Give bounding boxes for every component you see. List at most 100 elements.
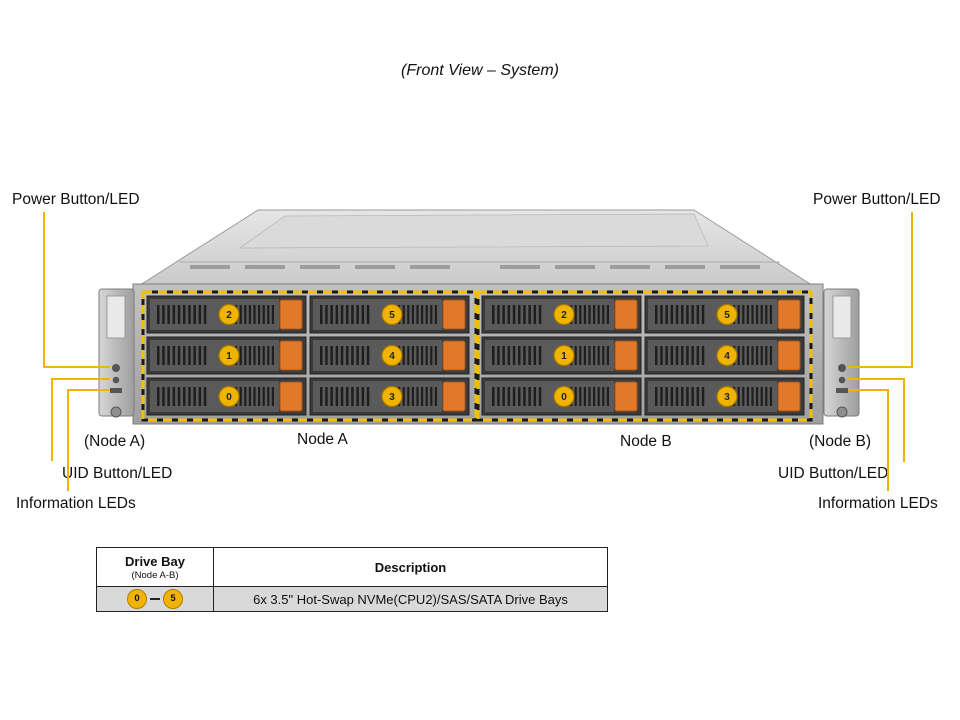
legend-range-dash: [150, 598, 160, 600]
drive-vent: [416, 346, 419, 365]
left-rack-ear: [98, 288, 135, 418]
drive-bay-number-badge: [381, 344, 403, 367]
drive-vent: [258, 305, 261, 324]
drive-vent: [262, 305, 265, 324]
drive-bay-node-b-0[interactable]: 0: [481, 377, 642, 416]
drive-vent: [681, 305, 684, 324]
drive-vent: [737, 387, 740, 406]
drive-vent: [518, 346, 521, 365]
drive-bay-node-a-1[interactable]: 1: [146, 336, 307, 375]
drive-vent: [528, 346, 531, 365]
drive-vent: [411, 305, 414, 324]
drive-vent: [188, 305, 191, 324]
drive-vent: [670, 305, 674, 324]
right-uid-callout-line: [848, 378, 905, 462]
drive-bay-number-badge: [218, 344, 240, 367]
drive-vent: [253, 346, 256, 365]
drive-vent: [512, 387, 516, 406]
drive-tray-face: [485, 381, 614, 412]
drive-vent: [356, 387, 359, 406]
drive-vent: [325, 305, 328, 324]
drive-vent: [670, 387, 674, 406]
drive-bay-number: 1: [226, 351, 232, 362]
drive-vent: [351, 305, 354, 324]
drive-vent: [492, 346, 495, 365]
drive-bay-node-b-5[interactable]: 5: [644, 295, 805, 334]
drive-vent: [366, 305, 370, 324]
drive-bay-number-badge: [553, 385, 575, 408]
drive-bay-number: 0: [561, 392, 567, 403]
drive-vent: [340, 305, 344, 324]
drive-vent: [271, 387, 274, 406]
left-node-label: (Node A): [84, 433, 146, 450]
left-information-leds: [110, 388, 122, 393]
drive-vent: [579, 305, 582, 324]
drive-vent: [681, 387, 684, 406]
drive-tray-face: [313, 299, 442, 330]
drive-vent: [769, 387, 772, 406]
drive-vent: [172, 346, 176, 365]
drive-vent: [670, 346, 674, 365]
left-uid-button: [112, 376, 120, 384]
drive-vent: [593, 387, 596, 406]
drive-vent: [335, 387, 339, 406]
drive-vent: [533, 305, 537, 324]
drive-release-handle: [442, 340, 466, 371]
drive-bay-number-badge: [716, 385, 738, 408]
drive-vent: [188, 346, 191, 365]
drive-vent: [665, 305, 668, 324]
drive-vent: [177, 387, 181, 406]
drive-vent: [502, 346, 505, 365]
drive-bay-node-b-4[interactable]: 4: [644, 336, 805, 375]
drive-release-handle: [614, 340, 638, 371]
drive-vent: [262, 346, 265, 365]
figure-title: (Front View – System): [401, 62, 559, 79]
drive-bay-number: 4: [389, 351, 395, 362]
drive-bay-node-b-1[interactable]: 1: [481, 336, 642, 375]
drive-release-handle: [442, 381, 466, 412]
drive-vent: [407, 305, 410, 324]
drive-vent: [756, 346, 759, 365]
drive-vent: [765, 387, 768, 406]
drive-release-handle: [614, 299, 638, 330]
drive-vent: [583, 346, 586, 365]
drive-tray-face: [313, 381, 442, 412]
drive-vent: [538, 387, 542, 406]
drive-vent: [691, 387, 694, 406]
drive-vent: [340, 346, 344, 365]
drive-bay-node-a-5[interactable]: 5: [309, 295, 470, 334]
drive-vent: [183, 387, 186, 406]
legend-header-drive-bay: Drive Bay (Node A-B): [96, 547, 214, 587]
drive-bay-node-a-3[interactable]: 3: [309, 377, 470, 416]
drive-vent: [681, 346, 684, 365]
drive-vent: [507, 387, 511, 406]
drive-vent: [421, 305, 424, 324]
chassis-top-panel: [238, 213, 709, 249]
drive-vent: [162, 387, 165, 406]
drive-bay-node-a-2[interactable]: 2: [146, 295, 307, 334]
drive-vent: [430, 387, 433, 406]
drive-bay-node-b-3[interactable]: 3: [644, 377, 805, 416]
drive-bay-node-b-2[interactable]: 2: [481, 295, 642, 334]
drive-vent: [518, 305, 521, 324]
drive-vent: [346, 387, 349, 406]
drive-vent: [434, 305, 437, 324]
drive-vent: [421, 346, 424, 365]
drive-vent: [492, 305, 495, 324]
drive-vent: [675, 305, 679, 324]
right-power-button-label: Power Button/LED: [813, 191, 941, 208]
drive-vent: [351, 387, 354, 406]
left-power-button-label: Power Button/LED: [12, 191, 140, 208]
drive-bay-number: 4: [724, 351, 730, 362]
drive-vent: [665, 346, 668, 365]
drive-vent: [528, 387, 531, 406]
drive-bay-number-badge: [716, 344, 738, 367]
chassis-vents: [190, 265, 760, 269]
drive-vent: [177, 346, 181, 365]
drive-bay-node-a-4[interactable]: 4: [309, 336, 470, 375]
drive-vent: [167, 305, 170, 324]
drive-bay-node-a-0[interactable]: 0: [146, 377, 307, 416]
drive-vent: [502, 387, 505, 406]
drive-vent: [492, 387, 495, 406]
